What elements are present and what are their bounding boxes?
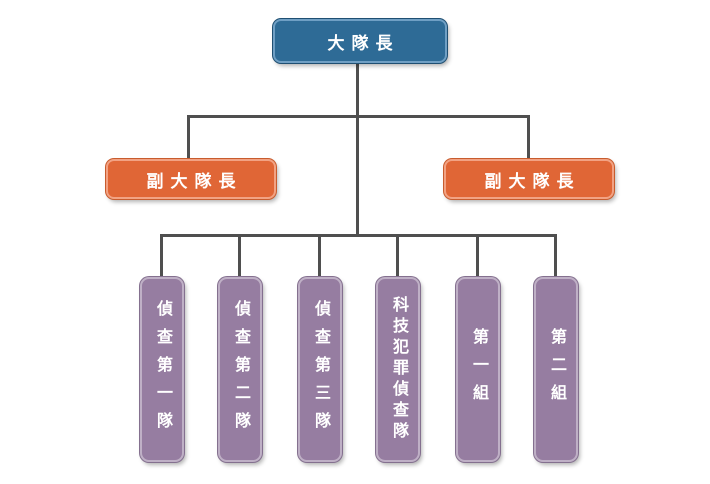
connector-unit-6-drop: [554, 234, 557, 279]
deputy-left-label: 副大隊長: [146, 171, 243, 191]
unit-node-tech-crime-team: 科技犯罪偵查隊: [376, 277, 420, 462]
connector-unit-5-drop: [476, 234, 479, 279]
deputy-node-left: 副大隊長: [106, 159, 276, 199]
root-node-captain: 大隊長: [273, 19, 447, 63]
deputy-node-right: 副大隊長: [444, 159, 614, 199]
connector-units-horizontal: [160, 234, 557, 237]
unit-label-tech-crime-team: 科技犯罪偵查隊: [390, 296, 407, 443]
connector-deputy-left-drop: [187, 115, 190, 161]
unit-node-investigation-team-1: 偵查第一隊: [140, 277, 184, 462]
unit-label-investigation-team-3: 偵查第三隊: [312, 299, 329, 440]
unit-label-group-1: 第一組: [470, 327, 487, 412]
root-node-label: 大隊長: [327, 33, 400, 53]
unit-node-group-2: 第二組: [534, 277, 578, 462]
unit-node-group-1: 第一組: [456, 277, 500, 462]
unit-label-group-2: 第二組: [548, 327, 565, 412]
connector-unit-1-drop: [160, 234, 163, 279]
unit-label-investigation-team-1: 偵查第一隊: [154, 299, 171, 440]
unit-node-investigation-team-2: 偵查第二隊: [218, 277, 262, 462]
unit-label-investigation-team-2: 偵查第二隊: [232, 299, 249, 440]
connector-unit-4-drop: [396, 234, 399, 279]
connector-unit-2-drop: [238, 234, 241, 279]
unit-node-investigation-team-3: 偵查第三隊: [298, 277, 342, 462]
connector-root-vertical: [356, 62, 359, 237]
connector-deputy-horizontal: [187, 115, 530, 118]
connector-deputy-right-drop: [527, 115, 530, 161]
deputy-right-label: 副大隊長: [484, 171, 581, 191]
connector-unit-3-drop: [318, 234, 321, 279]
